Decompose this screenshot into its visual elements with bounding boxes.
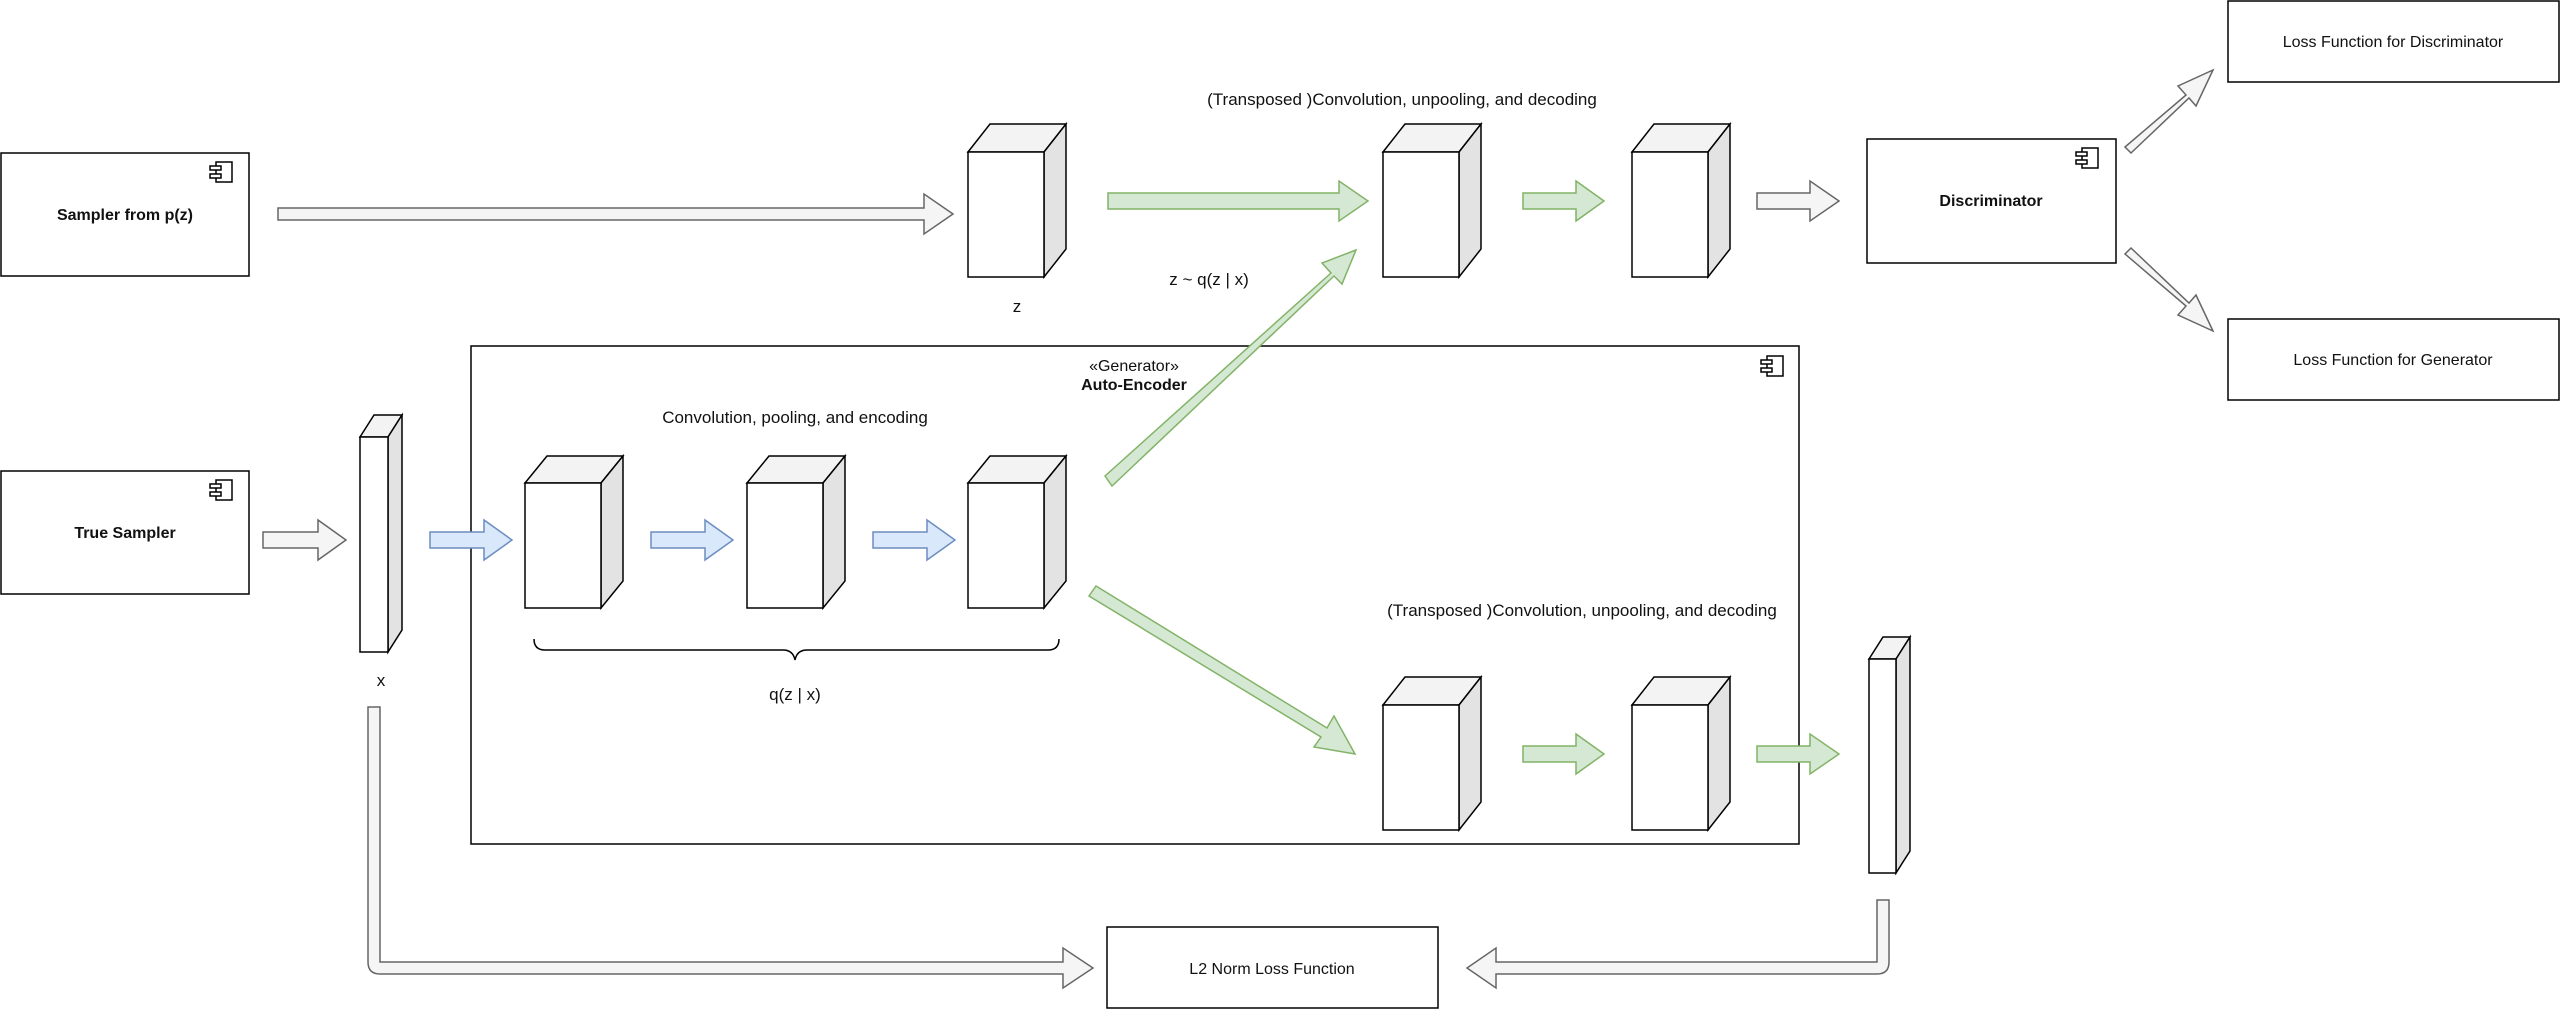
true-sampler-box[interactable]: True Sampler	[0, 470, 250, 595]
decoding-top-label: (Transposed )Convolution, unpooling, and…	[1207, 90, 1597, 109]
arrow-encoder-to-decoder-top	[1104, 248, 1358, 488]
cube-decoder-top-1	[1381, 121, 1483, 280]
z-label: z	[1013, 297, 1022, 316]
cube-decoder-bottom-2	[1630, 674, 1732, 833]
cube-encoder-1	[523, 453, 625, 611]
arrow-encoder-2-to-3	[872, 518, 957, 562]
arrow-x-to-l2-loss	[367, 706, 1095, 990]
arrow-decoder-to-discriminator	[1756, 179, 1841, 223]
arrow-true-sampler-to-x	[262, 518, 348, 562]
arrow-x-to-encoder	[429, 518, 514, 562]
decoding-bottom-label: (Transposed )Convolution, unpooling, and…	[1387, 601, 1777, 620]
discriminator-box[interactable]: Discriminator	[1866, 138, 2117, 264]
panel-x	[358, 412, 404, 655]
q-z-given-x-label: q(z | x)	[769, 685, 821, 704]
arrow-encoder-1-to-2	[650, 518, 735, 562]
x-label: x	[377, 671, 386, 690]
cube-decoder-bottom-1	[1381, 674, 1483, 833]
arrow-to-loss-discriminator	[2123, 68, 2215, 155]
component-icon	[1760, 355, 1784, 377]
encoder-brace	[533, 638, 1060, 661]
l2-loss-label: L2 Norm Loss Function	[1189, 961, 1354, 978]
arrow-to-loss-generator	[2123, 246, 2215, 333]
discriminator-label: Discriminator	[1939, 193, 2042, 210]
autoencoder-name: Auto-Encoder	[1081, 377, 1187, 394]
l2-loss-box[interactable]: L2 Norm Loss Function	[1106, 926, 1439, 1009]
loss-discriminator-label: Loss Function for Discriminator	[2283, 34, 2504, 51]
true-sampler-label: True Sampler	[74, 525, 175, 542]
loss-generator-label: Loss Function for Generator	[2293, 352, 2493, 369]
arrow-output-to-l2-loss	[1465, 899, 1890, 990]
z-given-x-label: z ~ q(z | x)	[1169, 270, 1249, 289]
arrow-sampler-to-z	[277, 192, 955, 236]
cube-encoder-2	[745, 453, 847, 611]
cube-decoder-top-2	[1630, 121, 1732, 280]
arrow-decoder-bottom-1-to-2	[1522, 732, 1606, 776]
panel-output	[1867, 634, 1912, 876]
arrow-decoder-to-output	[1756, 732, 1841, 776]
arrow-decoder-top-1-to-2	[1522, 179, 1606, 223]
cube-z	[966, 121, 1068, 280]
loss-discriminator-box[interactable]: Loss Function for Discriminator	[2227, 0, 2560, 83]
arrow-z-to-decoder	[1107, 179, 1370, 223]
cube-encoder-3	[966, 453, 1068, 611]
arrow-encoder-to-decoder-bottom	[1087, 584, 1357, 756]
sampler-pz-box[interactable]: Sampler from p(z)	[0, 152, 250, 277]
autoencoder-stereotype: «Generator»	[1089, 358, 1179, 375]
sampler-pz-label: Sampler from p(z)	[57, 207, 193, 224]
encoding-label: Convolution, pooling, and encoding	[662, 408, 928, 427]
autoencoder-container[interactable]: «Generator» Auto-Encoder	[470, 345, 1800, 845]
loss-generator-box[interactable]: Loss Function for Generator	[2227, 318, 2560, 401]
